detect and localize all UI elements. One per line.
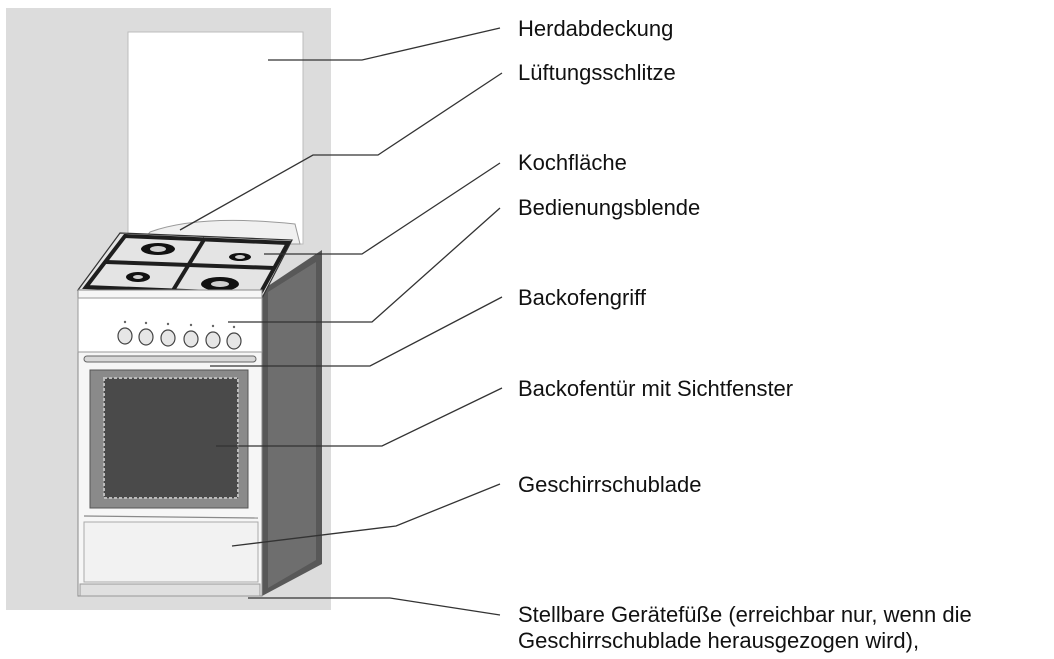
burners (126, 243, 251, 291)
leader-line-panel (228, 207, 501, 323)
label-panel: Bedienungsblende (518, 195, 701, 220)
label-vents: Lüftungsschlitze (518, 60, 676, 85)
stove-side-highlight (268, 262, 316, 588)
leader-line-feet (248, 597, 501, 616)
label-hob: Kochfläche (518, 150, 627, 175)
leader-line-hob (264, 162, 501, 255)
label-handle: Backofengriff (518, 285, 647, 310)
label-feet-line2: Geschirrschublade herausgezogen wird), (518, 628, 920, 653)
label-door: Backofentür mit Sichtfenster (518, 376, 794, 401)
label-cover: Herdabdeckung (518, 16, 674, 41)
knob-markers (123, 320, 236, 329)
leader-line-vents (179, 72, 503, 231)
leader-line-handle (210, 296, 503, 367)
drawer (83, 521, 259, 583)
leader-line-cover (268, 27, 501, 61)
label-drawer: Geschirrschublade (518, 472, 702, 497)
stove-cover (127, 31, 304, 245)
leader-line-drawer (231, 483, 501, 547)
stove-base (79, 583, 261, 597)
label-feet-line1: Stellbare Gerätefüße (erreichbar nur, we… (518, 602, 972, 627)
drawer-seam (83, 515, 259, 519)
oven-window (103, 377, 239, 499)
control-knobs (117, 327, 242, 350)
oven-handle (83, 355, 257, 363)
leader-line-door (216, 387, 503, 447)
